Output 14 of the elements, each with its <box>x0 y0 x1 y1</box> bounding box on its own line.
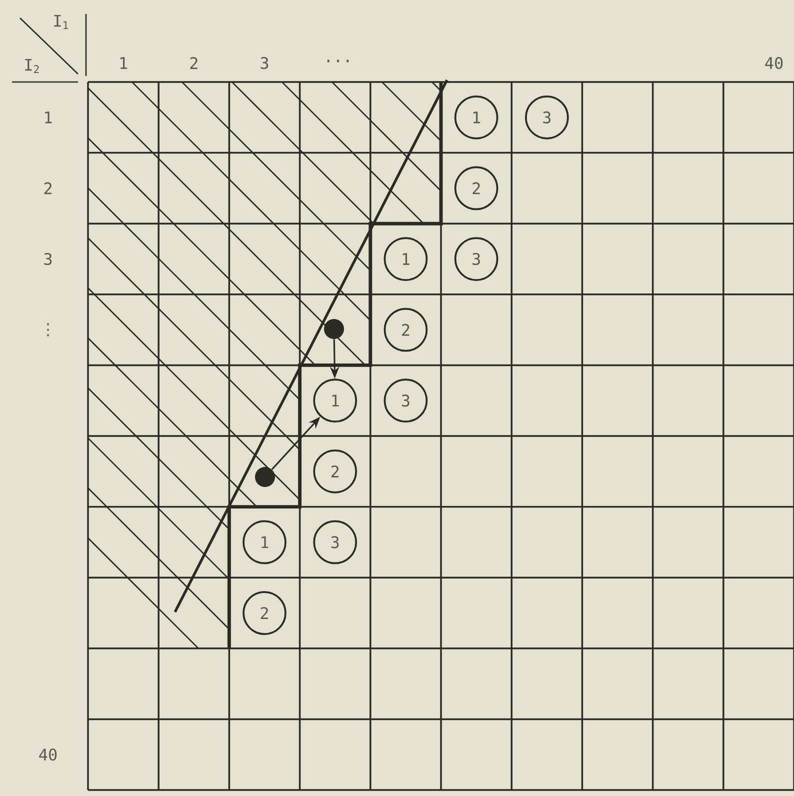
row-number: 40 <box>39 748 57 761</box>
row-number: 1 <box>45 112 52 124</box>
column-number: 40 <box>765 56 783 70</box>
column-number: 1 <box>120 57 128 69</box>
column-number: 2 <box>190 57 198 69</box>
column-number: 3 <box>260 56 268 70</box>
axis-label: I$_{2}$ <box>25 58 39 74</box>
axis-label: I$_{1}$ <box>54 14 68 30</box>
dot <box>324 319 344 339</box>
row-number: 3 <box>44 252 52 266</box>
column-number: ... <box>327 60 349 62</box>
dot <box>255 467 275 487</box>
row-number: 2 <box>44 182 52 194</box>
row-number: ⋮ <box>47 323 49 336</box>
